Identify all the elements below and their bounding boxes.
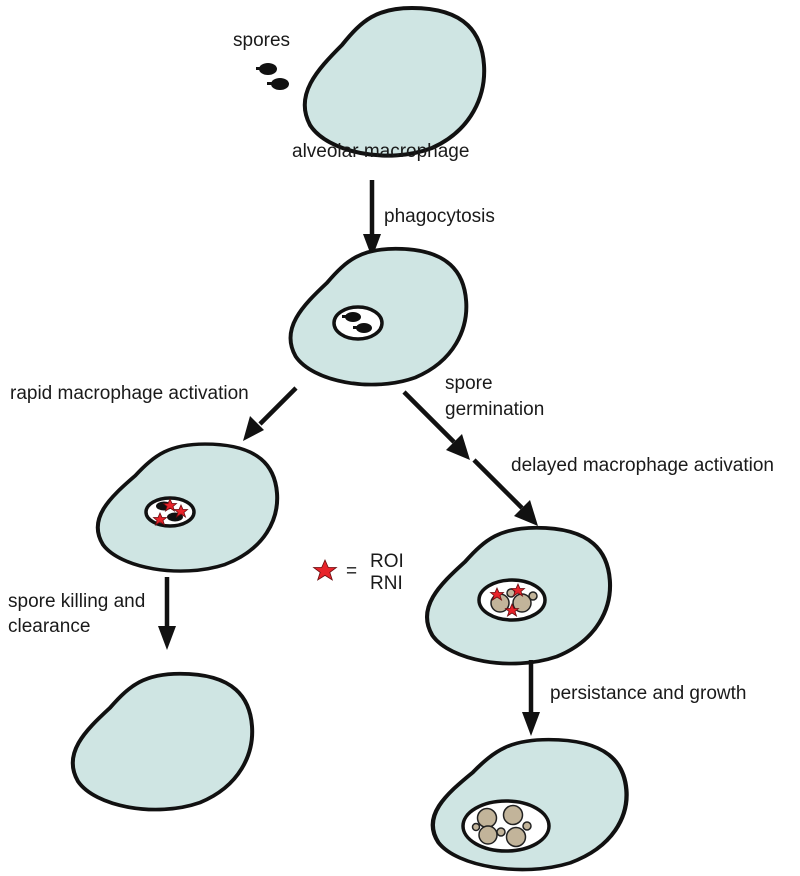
- spore-germination-arrow: [402, 390, 538, 526]
- roi-star: [504, 603, 520, 617]
- spore-killing-arrow: [158, 577, 176, 650]
- phagosome-growth: [461, 799, 551, 853]
- persistence-label: persistance and growth: [550, 683, 746, 704]
- phagosome-activated: [144, 496, 196, 528]
- legend-rni: RNI: [370, 573, 403, 594]
- roi-star: [173, 504, 189, 518]
- free-spores: [256, 63, 289, 90]
- legend-star: [312, 559, 338, 581]
- rapid-activation-arrow: [243, 386, 298, 441]
- spore-killing-label-line1: spore killing and: [8, 591, 145, 612]
- phagosome-germinated: [477, 578, 547, 622]
- spore-germination-label-line2: germination: [445, 399, 544, 420]
- spore-germination-label-line1: spore: [445, 373, 493, 394]
- roi-star: [489, 587, 505, 601]
- phagosome: [332, 305, 384, 341]
- legend-roi: ROI: [370, 551, 404, 572]
- phagocytosis-arrow: [363, 180, 381, 258]
- legend: = ROI RNI: [312, 551, 404, 594]
- macrophage-cell-cleared: [70, 671, 255, 812]
- spores-label: spores: [233, 30, 290, 51]
- rapid-activation-label: rapid macrophage activation: [10, 383, 249, 404]
- roi-star: [162, 498, 178, 512]
- legend-equals: =: [346, 561, 357, 582]
- macrophage-cell-initial: [302, 6, 487, 158]
- roi-star: [152, 512, 168, 526]
- alveolar-macrophage-label: alveolar macrophage: [292, 141, 469, 162]
- roi-star: [510, 583, 526, 597]
- persistence-arrow: [522, 660, 540, 736]
- phagocytosis-label: phagocytosis: [384, 206, 495, 227]
- delayed-activation-label: delayed macrophage activation: [511, 455, 774, 476]
- spore-killing-label-line2: clearance: [8, 616, 90, 637]
